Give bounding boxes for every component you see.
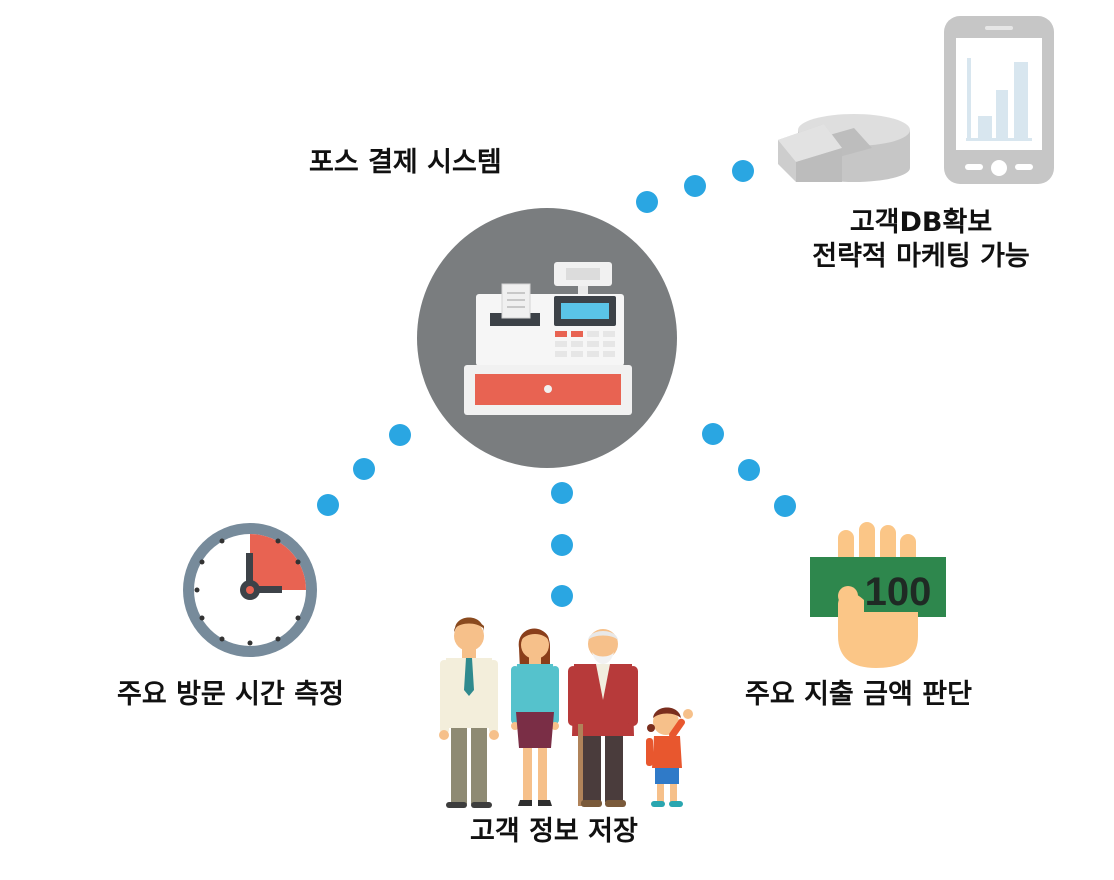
cash-register-icon xyxy=(417,208,677,468)
money-amount: 100 xyxy=(865,570,932,614)
grandfather-figure xyxy=(568,629,638,807)
connector-dot xyxy=(551,585,573,607)
customer-info-label: 고객 정보 저장 xyxy=(470,816,638,847)
customer-db-line1: 고객DB확보 xyxy=(849,207,993,238)
connector-dot xyxy=(353,458,375,480)
man-figure xyxy=(439,617,499,808)
connector-dot xyxy=(732,160,754,182)
customer-db-label: 고객DB확보 전략적 마케팅 가능 xyxy=(790,206,1052,274)
spending-label: 주요 지출 금액 판단 xyxy=(745,679,972,710)
money-hand-icon: 100 xyxy=(810,522,946,668)
family-icon xyxy=(439,617,693,808)
connector-dot xyxy=(551,534,573,556)
database-icon xyxy=(778,114,910,182)
connector-dot xyxy=(774,495,796,517)
connector-dot xyxy=(636,191,658,213)
connector-dots xyxy=(317,160,796,607)
connector-dot xyxy=(551,482,573,504)
connector-dot xyxy=(738,459,760,481)
child-figure xyxy=(646,707,693,807)
connector-dot xyxy=(684,175,706,197)
smartphone-chart-icon xyxy=(944,16,1054,184)
connector-dot xyxy=(389,424,411,446)
customer-db-line2: 전략적 마케팅 가능 xyxy=(812,240,1030,272)
pos-system-label: 포스 결제 시스템 xyxy=(309,147,502,178)
woman-figure xyxy=(511,628,559,806)
visit-time-label: 주요 방문 시간 측정 xyxy=(117,679,344,710)
connector-dot xyxy=(702,423,724,445)
clock-icon xyxy=(183,523,317,657)
connector-dot xyxy=(317,494,339,516)
